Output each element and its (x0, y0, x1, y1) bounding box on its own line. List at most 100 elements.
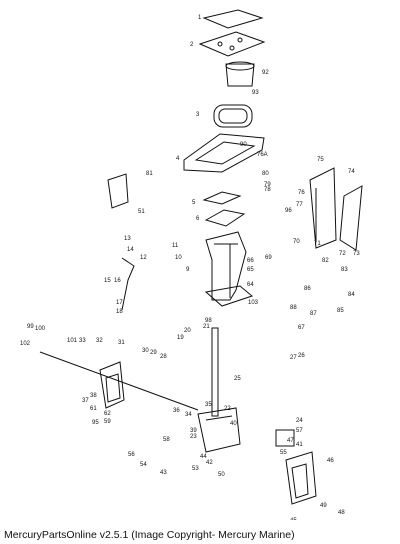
part-label-44: 44 (200, 454, 207, 460)
part-label-87: 87 (310, 311, 317, 317)
part-label-82: 82 (322, 258, 329, 264)
part-label-96: 96 (285, 208, 292, 214)
part-label-55: 55 (280, 450, 287, 456)
part-label-62: 62 (104, 411, 111, 417)
part-label-70: 70 (293, 239, 300, 245)
part-label-12: 12 (140, 255, 147, 261)
part-label-14: 14 (127, 247, 134, 253)
part-label-21: 21 (203, 324, 210, 330)
part-label-39: 39 (190, 428, 197, 434)
part-label-76a: 76A (257, 152, 268, 158)
part-label-27: 27 (290, 355, 297, 361)
part-label-60: 60 (0, 0, 7, 2)
part-label-32: 32 (96, 338, 103, 344)
part-label-79: 79 (264, 182, 271, 188)
part-label-2: 2 (190, 42, 194, 48)
part-label-11: 11 (172, 243, 179, 249)
part-label-67: 67 (298, 325, 305, 331)
part-label-36: 36 (173, 408, 180, 414)
part-label-35: 35 (205, 402, 212, 408)
part-label-66: 66 (247, 258, 254, 264)
part-drawings (39, 9, 363, 505)
top-cup (225, 63, 255, 87)
part-label-10: 10 (175, 255, 182, 261)
drive-shaft (211, 327, 219, 417)
gasket-plate (198, 31, 266, 57)
part-label-93: 93 (252, 90, 259, 96)
part-label-52: 52 (0, 0, 7, 2)
part-label-51: 51 (138, 209, 145, 215)
part-label-86: 86 (304, 286, 311, 292)
part-label-61: 61 (90, 406, 97, 412)
part-label-22: 22 (224, 406, 231, 412)
part-label-41: 41 (296, 442, 303, 448)
swivel-bracket (197, 407, 241, 453)
part-label-98: 98 (205, 318, 212, 324)
part-label-46: 46 (327, 458, 334, 464)
part-label-78: 78 (264, 187, 271, 193)
seal-ring (213, 104, 253, 128)
part-label-1: 1 (198, 15, 202, 21)
part-label-3: 3 (196, 112, 200, 118)
hinge-block (275, 429, 295, 447)
part-label-26: 26 (298, 353, 305, 359)
part-label-33: 33 (79, 338, 86, 344)
part-label-23: 23 (190, 434, 197, 440)
part-label-77: 77 (296, 202, 303, 208)
part-label-9: 9 (186, 267, 190, 273)
throttle-lever (121, 257, 135, 311)
part-label-100: 100 (35, 326, 46, 332)
stern-bracket-right (285, 451, 317, 505)
part-label-16: 16 (114, 278, 121, 284)
part-label-101: 101 (67, 338, 78, 344)
part-label-4: 4 (176, 156, 180, 162)
driveshaft-housing (205, 231, 247, 301)
part-label-38: 38 (90, 393, 97, 399)
part-label-50: 50 (218, 472, 225, 478)
part-label-81: 81 (146, 171, 153, 177)
part-label-49: 49 (320, 503, 327, 509)
tilt-rod (39, 351, 199, 411)
part-label-89: 89 (0, 0, 7, 2)
part-label-56: 56 (128, 452, 135, 458)
part-label-74: 74 (348, 169, 355, 175)
part-label-25: 25 (234, 376, 241, 382)
part-label-85: 85 (337, 308, 344, 314)
part-label-54: 54 (140, 462, 147, 468)
part-label-42: 42 (206, 460, 213, 466)
gasket-ring (202, 191, 242, 205)
stern-bracket-left (99, 361, 125, 409)
part-label-43: 43 (160, 470, 167, 476)
part-label-47: 47 (287, 438, 294, 444)
part-label-103: 103 (248, 300, 259, 306)
right-cover (309, 167, 337, 249)
part-label-48: 48 (338, 510, 345, 516)
base-plate (204, 285, 254, 307)
right-side-plate (339, 185, 363, 251)
part-label-40: 40 (230, 421, 237, 427)
part-label-95: 95 (92, 420, 99, 426)
part-label-83: 83 (341, 267, 348, 273)
part-label-6: 6 (196, 216, 200, 222)
part-label-71: 71 (314, 241, 321, 247)
part-label-29: 29 (150, 350, 157, 356)
part-label-73: 73 (353, 251, 360, 257)
pad-plate (204, 209, 246, 227)
cover-plate (202, 9, 264, 29)
part-label-45: 45 (290, 518, 297, 520)
part-label-17: 17 (116, 300, 123, 306)
part-label-53: 53 (192, 466, 199, 472)
part-label-19: 19 (177, 335, 184, 341)
part-label-20: 20 (184, 328, 191, 334)
adapter-plate (183, 133, 265, 173)
part-label-76: 76 (298, 190, 305, 196)
copyright-caption: MercuryPartsOnline v2.5.1 (Image Copyrig… (4, 529, 295, 541)
part-label-92: 92 (262, 70, 269, 76)
part-label-59: 59 (104, 419, 111, 425)
part-label-37: 37 (82, 398, 89, 404)
part-label-31: 31 (118, 340, 125, 346)
part-label-58: 58 (163, 437, 170, 443)
part-label-13: 13 (124, 236, 131, 242)
